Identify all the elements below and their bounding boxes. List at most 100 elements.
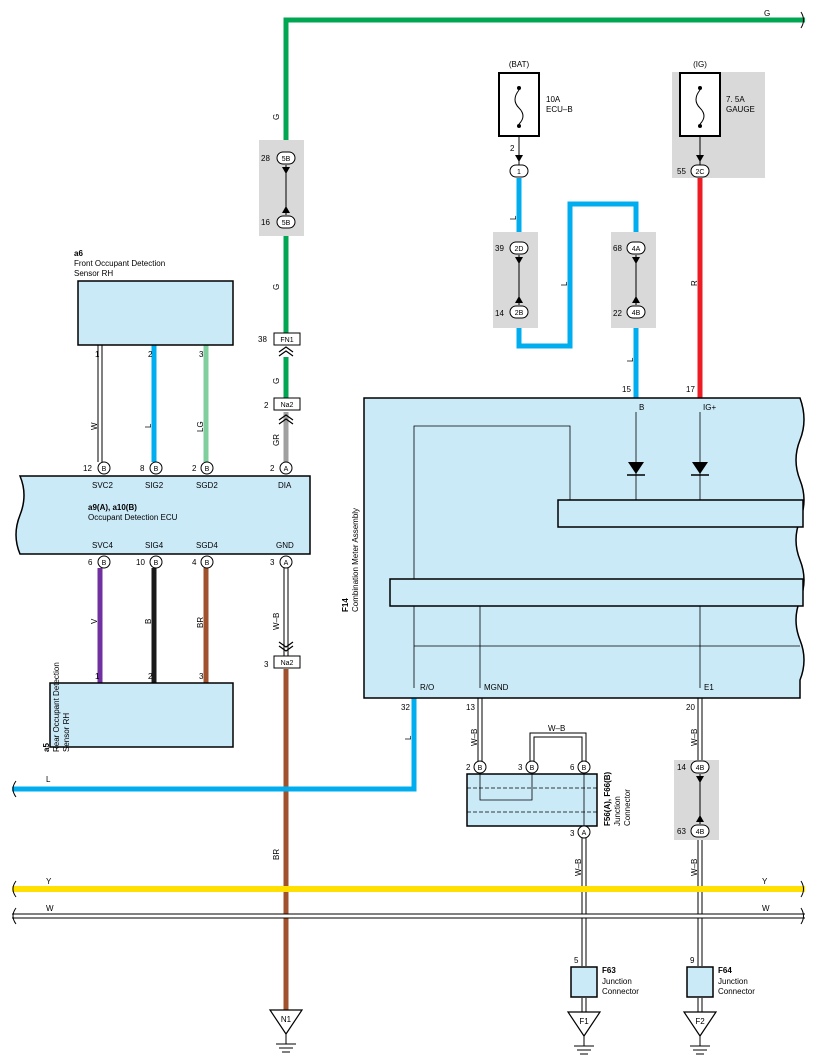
connector-4a-4b-arrow <box>632 255 640 305</box>
rear-occupant-sensor: 1 2 3 a5 Rear Occupant Detection Sensor … <box>42 662 234 752</box>
svg-text:Sensor RH: Sensor RH <box>62 713 71 752</box>
ground-n1-icon: N1 <box>268 1009 304 1053</box>
svg-text:B: B <box>205 466 210 473</box>
svg-text:SGD2: SGD2 <box>196 481 218 490</box>
meter-pin-ig: 17 <box>686 385 695 394</box>
wire-label-y-left: Y <box>46 877 52 886</box>
combination-meter: B IG+ R/O MGND E1 F14 Combination Meter … <box>341 397 805 699</box>
svg-text:F1: F1 <box>579 1017 589 1026</box>
svg-text:R: R <box>690 280 699 286</box>
connector-2b: 14 2B <box>495 305 529 319</box>
svg-text:2: 2 <box>270 464 275 473</box>
junction-connector-f64: 9 F64 Junction Connector <box>686 956 755 998</box>
svg-text:3: 3 <box>264 660 269 669</box>
svg-text:Junction: Junction <box>613 796 622 826</box>
wire-l-ro <box>12 698 417 792</box>
svg-text:1: 1 <box>517 169 521 176</box>
svg-text:4A: 4A <box>632 246 641 253</box>
svg-text:2: 2 <box>192 464 197 473</box>
svg-text:Occupant Detection ECU: Occupant Detection ECU <box>88 513 178 522</box>
wire-y-bus <box>12 880 805 898</box>
svg-text:FN1: FN1 <box>280 337 293 344</box>
connector-2c: 55 2C <box>677 155 710 178</box>
svg-text:1: 1 <box>95 350 100 359</box>
svg-text:W–B: W–B <box>690 859 699 876</box>
svg-text:3: 3 <box>518 763 523 772</box>
svg-text:GAUGE: GAUGE <box>726 105 755 114</box>
svg-text:Combination Meter Assembly: Combination Meter Assembly <box>351 508 360 612</box>
svg-text:L: L <box>144 423 153 428</box>
svg-text:Connector: Connector <box>718 987 755 996</box>
svg-text:(BAT): (BAT) <box>509 60 530 69</box>
svg-text:5B: 5B <box>282 220 291 227</box>
svg-text:Junction: Junction <box>718 977 748 986</box>
connector-2d-2b-arrow <box>515 255 523 305</box>
svg-text:W–B: W–B <box>690 729 699 746</box>
svg-text:2: 2 <box>264 401 269 410</box>
meter-pin-ro: 32 <box>401 703 410 712</box>
svg-text:3: 3 <box>270 558 275 567</box>
svg-text:A: A <box>582 830 587 837</box>
connector-5b-top: 28 5B <box>261 151 296 165</box>
svg-text:14: 14 <box>495 309 504 318</box>
svg-text:4: 4 <box>192 558 197 567</box>
connector-bat: 2 1 <box>509 144 529 178</box>
wire-label-w-left: W <box>46 904 54 913</box>
svg-text:L: L <box>404 735 413 740</box>
svg-text:Front Occupant Detection: Front Occupant Detection <box>74 259 165 268</box>
svg-text:14: 14 <box>677 763 686 772</box>
svg-text:L: L <box>509 215 518 220</box>
svg-text:3: 3 <box>570 829 575 838</box>
svg-text:B: B <box>144 619 153 624</box>
svg-text:4B: 4B <box>632 310 641 317</box>
svg-text:BR: BR <box>272 849 281 860</box>
svg-text:7. 5A: 7. 5A <box>726 95 745 104</box>
svg-text:Na2: Na2 <box>281 402 294 409</box>
wire-label-l-left: L <box>46 775 51 784</box>
wire-g <box>283 11 805 398</box>
svg-text:3: 3 <box>199 350 204 359</box>
svg-text:B: B <box>154 466 159 473</box>
svg-text:Connector: Connector <box>602 987 639 996</box>
svg-text:F63: F63 <box>602 966 616 975</box>
meter-pin-b: 15 <box>622 385 631 394</box>
wire-w-bus <box>12 907 805 925</box>
svg-text:4B: 4B <box>696 765 705 772</box>
svg-text:B: B <box>154 560 159 567</box>
wire-l-loop <box>516 201 639 349</box>
svg-text:10A: 10A <box>546 95 561 104</box>
svg-text:8: 8 <box>140 464 145 473</box>
occupant-detection-ecu: a9(A), a10(B) Occupant Detection ECU SVC… <box>15 475 311 555</box>
svg-text:F14: F14 <box>341 598 350 612</box>
connector-4b-e1-arrow <box>696 774 704 824</box>
connector-4b-e1-top: 14 4B <box>677 760 710 774</box>
fuse-ig: (IG) 7. 5A GAUGE <box>679 60 755 165</box>
svg-text:12: 12 <box>83 464 92 473</box>
wire-label-wb-loop: W–B <box>548 724 565 733</box>
svg-text:G: G <box>272 378 281 384</box>
svg-text:GND: GND <box>276 541 294 550</box>
connector-4b-e1-bottom: 63 4B <box>677 824 710 838</box>
svg-text:SVC2: SVC2 <box>92 481 113 490</box>
svg-text:a5: a5 <box>42 743 51 752</box>
svg-text:5: 5 <box>574 956 579 965</box>
svg-text:B: B <box>102 466 107 473</box>
svg-text:B: B <box>582 765 587 772</box>
svg-text:BR: BR <box>196 617 205 628</box>
svg-text:6: 6 <box>570 763 575 772</box>
svg-text:L: L <box>560 281 569 286</box>
svg-text:G: G <box>272 114 281 120</box>
connector-na2-top: 2 Na2 <box>264 397 301 425</box>
svg-text:55: 55 <box>677 167 686 176</box>
svg-text:Na2: Na2 <box>281 660 294 667</box>
svg-text:Rear Occupant Detection: Rear Occupant Detection <box>52 662 61 752</box>
svg-text:W–B: W–B <box>470 729 479 746</box>
svg-text:N1: N1 <box>281 1015 292 1024</box>
wire-wb-mgnd <box>477 698 587 762</box>
svg-text:G: G <box>272 284 281 290</box>
ecu-bottom-pins: 6 B 10 B 4 B 3 A <box>88 555 293 569</box>
svg-text:IG+: IG+ <box>703 403 716 412</box>
junction-connector-f63: 5 F63 Junction Connector <box>570 956 639 998</box>
svg-text:B: B <box>478 765 483 772</box>
svg-text:B: B <box>102 560 107 567</box>
